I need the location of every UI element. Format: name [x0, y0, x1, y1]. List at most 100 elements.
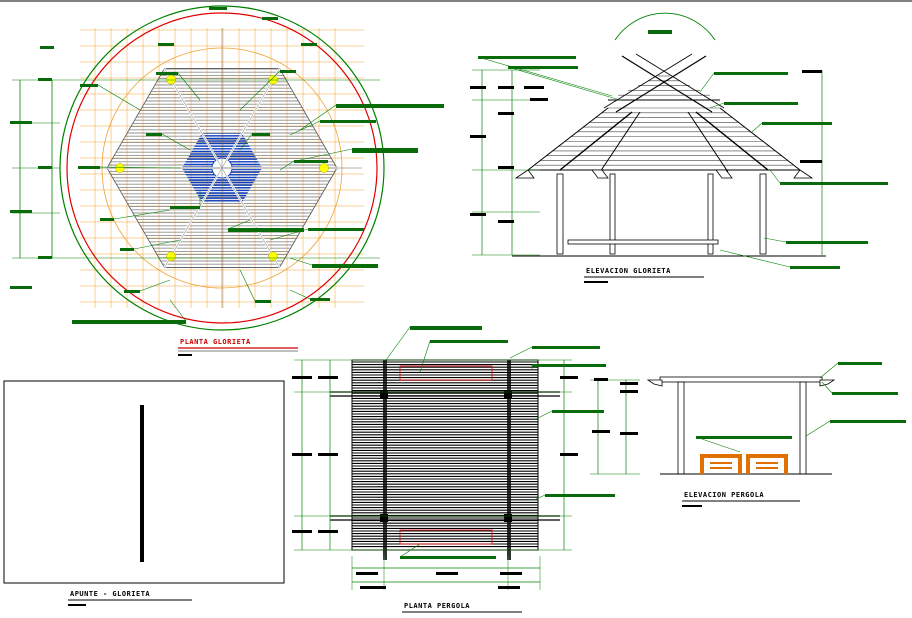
dimension-value [560, 376, 578, 379]
leader-line [239, 269, 256, 302]
annotation-text [552, 410, 604, 413]
column [380, 390, 388, 398]
annotation-text [336, 104, 444, 108]
column [677, 381, 685, 475]
annotation-text [294, 160, 328, 163]
dimension-value [620, 432, 638, 435]
annotation-text [786, 241, 868, 244]
dimension-value [292, 376, 312, 379]
leader-line [269, 228, 309, 241]
bench-leg [700, 454, 704, 474]
dimension-value [530, 98, 548, 101]
annotation-text [312, 264, 378, 268]
dimension-value [38, 166, 52, 169]
leader-line [805, 420, 831, 437]
dimension-value [209, 7, 227, 10]
bench-seat [746, 454, 788, 458]
leader-line [177, 72, 201, 101]
leader-line [821, 381, 833, 394]
top-beam [659, 376, 823, 383]
leader-line [507, 66, 621, 101]
annotation-text [410, 326, 482, 330]
pergola-slats [330, 359, 560, 560]
beam-end [819, 379, 836, 387]
red-circle [66, 12, 378, 324]
cross-rafter [621, 55, 713, 113]
annotation-text [320, 120, 376, 123]
annotation-text [124, 290, 140, 293]
dimension-value [802, 70, 822, 73]
column [268, 251, 278, 262]
leader-line [239, 70, 281, 111]
annotation-text [478, 56, 576, 59]
bench-seat [700, 454, 742, 458]
dimension-value [500, 572, 522, 575]
cross-rafter [615, 55, 707, 113]
elevacion-glorieta-title: ELEVACION GLORIETA [586, 267, 671, 275]
cross-rafter [603, 53, 693, 109]
dimension-value [498, 112, 514, 115]
column [504, 390, 512, 398]
bench-outline [399, 365, 493, 381]
dimension-value [38, 256, 52, 259]
dimension-value [40, 46, 54, 49]
gazebo-elevation [512, 12, 826, 257]
leader-line [227, 219, 251, 230]
dimension-value [301, 43, 317, 46]
leader-line [169, 299, 187, 322]
column [759, 173, 767, 255]
column [707, 173, 714, 255]
leader-line [819, 362, 839, 379]
bench-slat [756, 462, 778, 464]
annotation-text [724, 102, 798, 105]
bench-outline [399, 529, 493, 545]
rafter [164, 68, 223, 169]
main-roof [514, 107, 814, 179]
leader-line [299, 104, 337, 131]
dimension-value [10, 210, 32, 213]
planta-pergola-view: PLANTA PERGOLA [292, 326, 615, 613]
cross-rafter [635, 53, 725, 109]
leader-line [133, 239, 181, 250]
leader-line [477, 56, 613, 97]
bench-leg [746, 454, 750, 474]
annotation-text [146, 133, 162, 136]
annotation-text [400, 556, 496, 559]
leader-line [509, 346, 533, 359]
dimension-value [620, 382, 638, 385]
leader-line [719, 249, 791, 268]
column [319, 163, 329, 173]
leader-line [533, 494, 546, 501]
rafter [695, 111, 769, 171]
roof-edge [527, 107, 609, 171]
annotation-text [170, 206, 200, 209]
leader-line [139, 279, 171, 292]
annotation-text [832, 392, 898, 395]
columns [115, 74, 329, 262]
annotation-text [830, 420, 906, 423]
dimension-value [470, 86, 486, 89]
angle-label [648, 30, 672, 34]
leader-annotations [72, 70, 444, 324]
leader-annotations [385, 326, 615, 559]
dimension-value [10, 121, 32, 124]
dimension-lines [10, 7, 380, 289]
dimension-value [498, 220, 514, 223]
leader-annotations [695, 362, 906, 453]
dimension-value [470, 213, 486, 216]
apunte-stroke [140, 405, 144, 562]
dimension-lines [590, 378, 640, 475]
dimension-value [470, 135, 486, 138]
column [556, 173, 564, 255]
dimension-value [318, 376, 338, 379]
annotation-text [508, 66, 578, 69]
upper-roof [603, 53, 725, 113]
dimension-value [594, 378, 608, 381]
dimension-value [38, 78, 52, 81]
dimension-value [158, 43, 174, 46]
leader-line [751, 122, 763, 133]
annotation-text [790, 266, 840, 269]
leader-line [97, 84, 141, 111]
column [115, 163, 125, 173]
